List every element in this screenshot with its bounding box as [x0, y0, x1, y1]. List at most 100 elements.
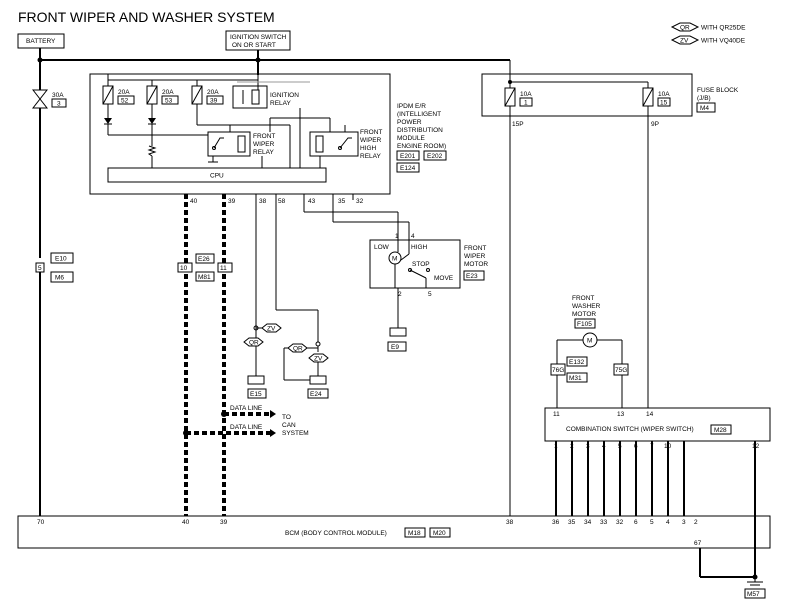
- ipdm-internal-wiring: [229, 108, 346, 168]
- front-wiper-relay-line2: WIPER: [253, 141, 275, 148]
- combination-switch-label: COMBINATION SWITCH (WIPER SWITCH): [566, 426, 694, 433]
- svg-text:10A: 10A: [520, 91, 532, 98]
- svg-text:32: 32: [616, 519, 624, 526]
- svg-text:32: 32: [356, 198, 364, 205]
- svg-text:11: 11: [553, 411, 560, 418]
- svg-text:40: 40: [182, 519, 190, 526]
- svg-text:MOTOR: MOTOR: [464, 261, 488, 268]
- svg-text:4: 4: [666, 519, 670, 526]
- svg-text:34: 34: [584, 519, 592, 526]
- svg-text:1: 1: [524, 100, 528, 107]
- data-lines: DATA LINE DATA LINE TO CAN SYSTEM: [186, 405, 309, 437]
- svg-text:4: 4: [411, 233, 415, 240]
- svg-text:M: M: [587, 338, 592, 345]
- svg-text:E132: E132: [569, 359, 585, 366]
- svg-text:2: 2: [398, 291, 402, 298]
- svg-text:M18: M18: [408, 530, 421, 537]
- ground-m57: M57: [744, 577, 766, 599]
- ignition-switch: IGNITION SWITCH ON OR START: [225, 30, 291, 51]
- svg-text:E9: E9: [391, 344, 399, 351]
- svg-text:38: 38: [506, 519, 514, 526]
- front-wiper-relay: FRONT WIPER RELAY: [207, 131, 275, 163]
- svg-text:QR: QR: [249, 340, 259, 347]
- svg-text:POWER: POWER: [397, 119, 422, 126]
- legend-qr-code: QR: [680, 25, 690, 32]
- svg-text:F105: F105: [577, 321, 592, 328]
- ignition-relay-line2: RELAY: [270, 100, 291, 107]
- svg-text:ENGINE ROOM): ENGINE ROOM): [397, 143, 446, 150]
- svg-text:76G: 76G: [552, 367, 564, 374]
- svg-text:5: 5: [428, 291, 432, 298]
- svg-text:E201: E201: [400, 153, 416, 160]
- svg-text:MOTOR: MOTOR: [572, 311, 596, 318]
- svg-text:FRONT: FRONT: [464, 245, 486, 252]
- svg-text:E26: E26: [198, 256, 210, 263]
- svg-text:M6: M6: [55, 275, 64, 282]
- switch-bcm-wires: [555, 441, 756, 577]
- svg-text:13: 13: [617, 411, 625, 418]
- ipdm-fuse-1-num: 52: [121, 98, 129, 105]
- ipdm-fuses: 20A 52 20A 53 20A 39: [102, 74, 290, 168]
- svg-text:36: 36: [552, 519, 560, 526]
- svg-text:75G: 75G: [615, 367, 627, 374]
- svg-text:E23: E23: [466, 273, 478, 280]
- svg-text:E124: E124: [400, 165, 416, 172]
- front-washer-motor: FRONT WASHER MOTOR F105 M 76G 75G E132 M…: [550, 295, 629, 408]
- front-wiper-high-relay-line1: FRONT: [360, 129, 382, 136]
- combination-switch: 11 13 14 COMBINATION SWITCH (WIPER SWITC…: [544, 407, 771, 450]
- battery-label: BATTERY: [26, 38, 56, 45]
- svg-text:HIGH: HIGH: [411, 244, 428, 251]
- ground-options: ZV QR QR ZV E15 E24: [243, 323, 329, 399]
- svg-text:58: 58: [278, 198, 286, 205]
- svg-text:6: 6: [634, 519, 638, 526]
- svg-text:CAN: CAN: [282, 422, 296, 429]
- svg-text:43: 43: [308, 198, 316, 205]
- front-wiper-high-relay-line2: WIPER: [360, 137, 382, 144]
- front-wiper-motor: 1 4 LOW HIGH M STOP MOVE 2 5 FRONT WIPER…: [369, 233, 488, 352]
- svg-text:11: 11: [220, 265, 227, 272]
- ipdm-label: IPDM E/R (INTELLIGENT POWER DISTRIBUTION…: [396, 103, 447, 173]
- svg-text:14: 14: [646, 411, 654, 418]
- svg-text:DATA LINE: DATA LINE: [230, 424, 263, 431]
- svg-text:SYSTEM: SYSTEM: [282, 430, 309, 437]
- legend: QR WITH QR25DE ZV WITH VQ40DE: [670, 22, 746, 45]
- svg-text:E24: E24: [310, 391, 322, 398]
- svg-text:QR: QR: [293, 346, 303, 353]
- svg-text:35: 35: [338, 198, 346, 205]
- svg-text:E15: E15: [250, 391, 262, 398]
- svg-text:DATA LINE: DATA LINE: [230, 405, 263, 412]
- legend-zv-text: WITH VQ40DE: [701, 38, 746, 45]
- svg-text:2: 2: [694, 519, 698, 526]
- svg-text:15P: 15P: [512, 121, 524, 128]
- svg-text:40: 40: [190, 198, 198, 205]
- svg-text:M: M: [392, 256, 397, 263]
- svg-text:M57: M57: [747, 591, 760, 598]
- bcm: 70 40 39 38 36 35 34 33 32 6 5 4 3 2 BCM…: [17, 515, 771, 549]
- cpu: CPU: [107, 167, 327, 183]
- svg-text:WASHER: WASHER: [572, 303, 601, 310]
- svg-text:(INTELLIGENT: (INTELLIGENT: [397, 111, 441, 118]
- svg-text:STOP: STOP: [412, 261, 430, 268]
- ipdm-box: [89, 73, 391, 195]
- front-wiper-high-relay-line3: HIGH: [360, 145, 377, 152]
- svg-text:(J/B): (J/B): [697, 95, 711, 102]
- connector-e10: E10 5 M6: [35, 252, 74, 283]
- ipdm-fuse-3-amp: 20A: [207, 89, 219, 96]
- ignition-relay-line1: IGNITION: [270, 92, 299, 99]
- fuse-30a-amp: 30A: [52, 92, 64, 99]
- svg-text:TO: TO: [282, 414, 291, 421]
- svg-text:10A: 10A: [658, 91, 670, 98]
- front-wiper-relay-line1: FRONT: [253, 133, 275, 140]
- cpu-label: CPU: [210, 173, 224, 180]
- ipdm-fuse-3-num: 39: [210, 98, 218, 105]
- fuse-block: 10A 1 10A 15 FUSE BLOCK (J/B) M4 15P 9P: [480, 59, 739, 128]
- ipdm-fuse-1-amp: 20A: [118, 89, 130, 96]
- svg-text:M4: M4: [700, 105, 709, 112]
- svg-text:15: 15: [660, 100, 668, 107]
- ignition-switch-line1: IGNITION SWITCH: [230, 34, 287, 41]
- diagram-title: FRONT WIPER AND WASHER SYSTEM: [18, 9, 275, 25]
- svg-text:70: 70: [37, 519, 45, 526]
- svg-text:MODULE: MODULE: [397, 135, 425, 142]
- svg-text:38: 38: [259, 198, 267, 205]
